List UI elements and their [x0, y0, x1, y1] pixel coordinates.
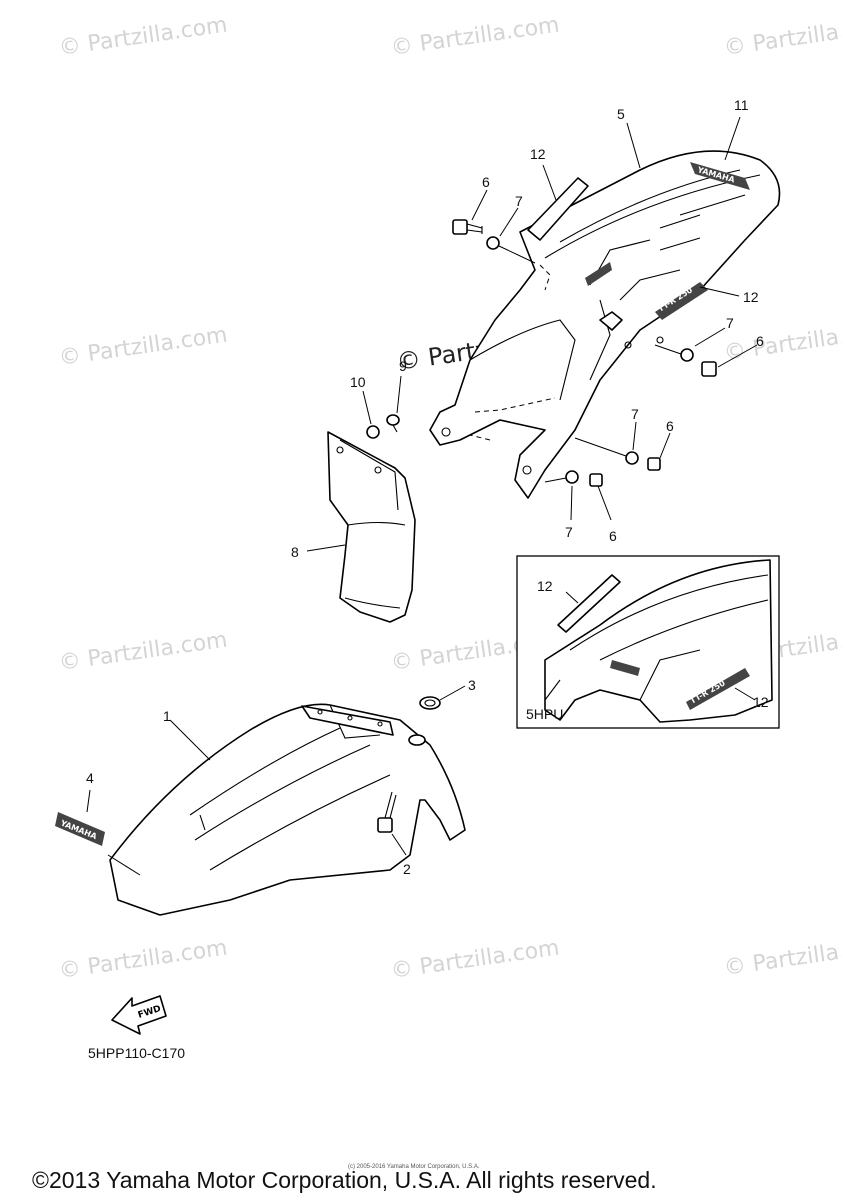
callout-label: 11	[734, 97, 749, 113]
watermark: © Partzilla.com	[57, 323, 229, 371]
bolt-6	[589, 473, 603, 487]
washer-7	[625, 451, 639, 465]
fwd-arrow: FWD	[111, 995, 167, 1035]
bolt-2	[377, 791, 397, 833]
bolt-6	[647, 457, 661, 471]
front-fender	[109, 703, 466, 916]
mud-flap	[327, 414, 416, 623]
callout-label: 5	[617, 106, 625, 122]
copyright-footer: ©2013 Yamaha Motor Corporation, U.S.A. A…	[32, 1167, 657, 1193]
inset-5hpu: TT-R 250 12 12 5HPU	[516, 555, 780, 729]
washer-10	[366, 425, 380, 439]
callout-label: 6	[482, 174, 490, 190]
callout-label: 6	[756, 333, 764, 349]
inset-label: 5HPU	[526, 706, 563, 722]
callout-label: 7	[726, 315, 734, 331]
bolt-6-shaft	[466, 223, 483, 234]
watermark: © Partzilla.com	[722, 13, 842, 61]
callout-label: 12	[753, 694, 769, 710]
callout-label: 12	[537, 578, 553, 594]
front-brand-decal: YAMAHA	[55, 812, 105, 846]
callout-label: 6	[609, 528, 617, 544]
bolt-6	[701, 361, 717, 377]
side-decal-strip	[527, 177, 589, 241]
washer-7	[486, 236, 500, 250]
callouts: 1 2 3 4 5 6 6 6 6 7 7 7 7 8 9 10 11 12 1…	[86, 97, 764, 877]
grommet-3-inner	[424, 699, 436, 707]
rear-fasteners	[452, 219, 717, 487]
callout-label: 8	[291, 544, 299, 560]
watermark: © Partzilla.com	[57, 936, 229, 984]
callout-label: 9	[399, 358, 407, 374]
watermark: © Partzilla.com	[57, 13, 229, 61]
callout-label: 6	[666, 418, 674, 434]
washer-7	[680, 348, 694, 362]
leader-lines	[86, 116, 758, 876]
watermark: © Partzilla.com	[722, 318, 842, 366]
callout-label: 7	[565, 524, 573, 540]
washer-7	[565, 470, 579, 484]
watermark: © Partzilla.com	[57, 628, 229, 676]
callout-label: 7	[631, 406, 639, 422]
callout-label: 12	[530, 146, 546, 162]
watermark: © Partzilla.com	[722, 933, 842, 981]
grommet-3	[419, 696, 441, 710]
callout-label: 2	[403, 861, 411, 877]
watermark: © Partzilla.com	[389, 936, 561, 984]
callout-label: 4	[86, 770, 94, 786]
diagram-code: 5HPP110-C170	[88, 1045, 185, 1061]
callout-label: 12	[743, 289, 759, 305]
callout-label: 3	[468, 677, 476, 693]
callout-label: 7	[515, 193, 523, 209]
bolt-6	[452, 219, 468, 235]
watermark: © Partzilla.com	[389, 13, 561, 61]
screw-9	[386, 414, 400, 426]
callout-label: 10	[350, 374, 366, 390]
small-print: (c) 2005-2016 Yamaha Motor Corporation, …	[348, 1164, 480, 1170]
callout-label: 1	[163, 708, 171, 724]
